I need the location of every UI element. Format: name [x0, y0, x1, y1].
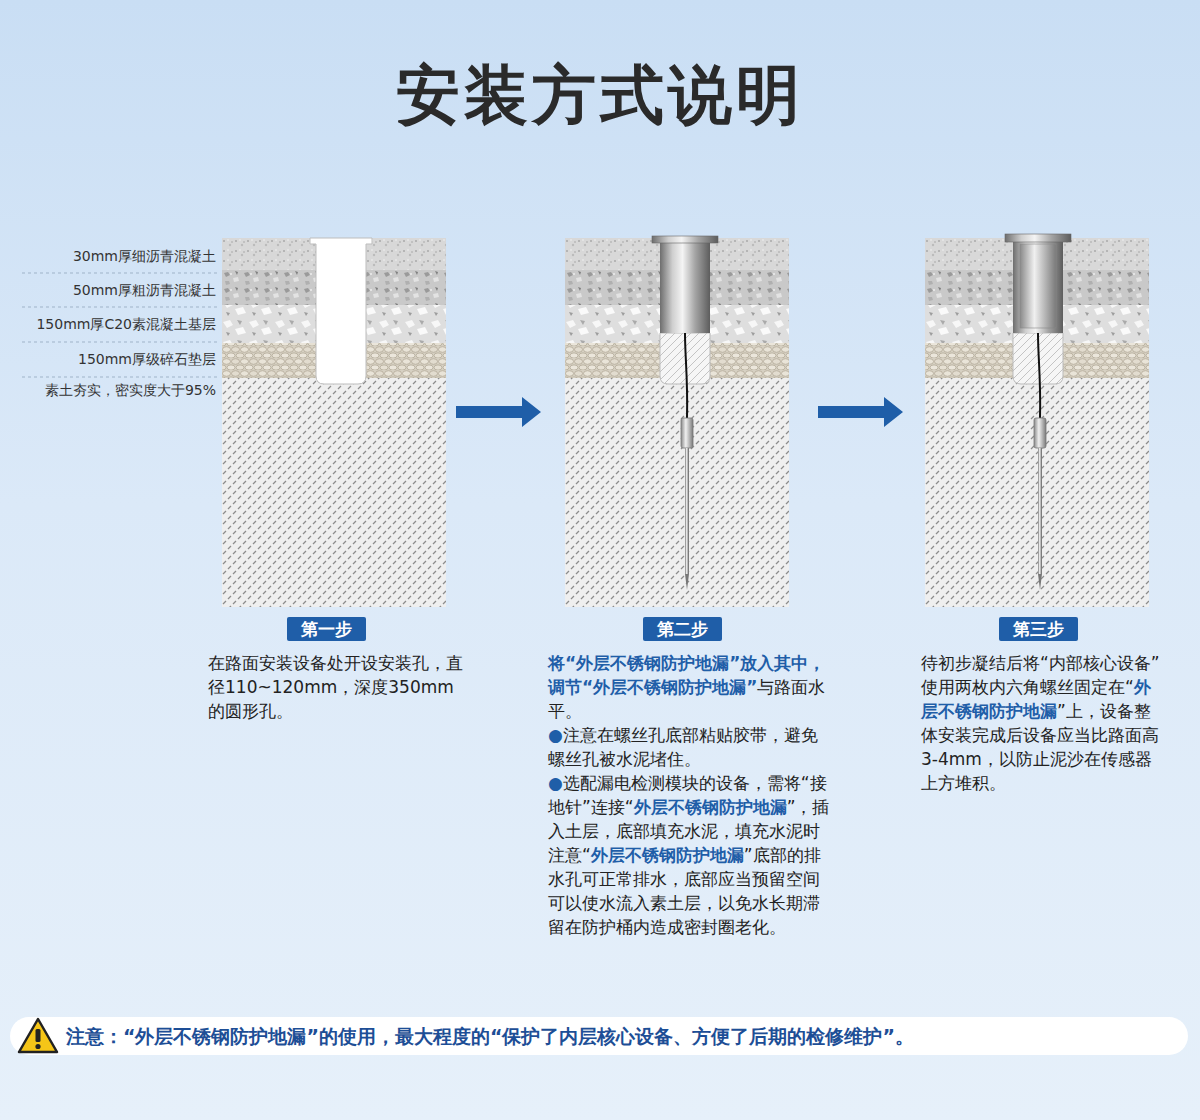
step-description: 将“外层不锈钢防护地漏”放入其中，调节“外层不锈钢防护地漏”与路面水平。●注意在… — [548, 651, 834, 939]
body-text: ●注意在螺丝孔底部粘贴胶带，避免螺丝孔被水泥堵住。 — [548, 725, 818, 769]
layer-label: 素土夯实，密实度大于95% — [0, 382, 216, 400]
highlight-text: 外层不锈钢防护地漏 — [591, 845, 744, 865]
step-badge: 第三步 — [999, 617, 1078, 641]
paragraph: ●选配漏电检测模块的设备，需将“接地针”连接“外层不锈钢防护地漏”，插入土层，底… — [548, 771, 834, 939]
body-text: 待初步凝结后将“内部核心设备”使用两枚内六角螺丝固定在“ — [921, 653, 1160, 697]
layer-label: 30mm厚细沥青混凝土 — [0, 248, 216, 266]
step-badge: 第二步 — [643, 617, 722, 641]
node-text: 第一步 — [301, 619, 352, 639]
body-text: 在路面安装设备处开设安装孔，直径110~120mm，深度350mm的圆形孔。 — [208, 653, 463, 721]
step-badge: 第一步 — [287, 617, 366, 641]
paragraph: ●注意在螺丝孔底部粘贴胶带，避免螺丝孔被水泥堵住。 — [548, 723, 834, 771]
layer-label: 50mm厚粗沥青混凝土 — [0, 282, 216, 300]
notice-bar: 注意：“外层不锈钢防护地漏”的使用，最大程度的“保护了内层核心设备、方便了后期的… — [10, 1017, 1188, 1055]
node-text: 第三步 — [1013, 619, 1064, 639]
paragraph: 将“外层不锈钢防护地漏”放入其中，调节“外层不锈钢防护地漏”与路面水平。 — [548, 651, 834, 723]
highlight-text: 外层不锈钢防护地漏 — [634, 797, 787, 817]
node-text: 注意：“外层不锈钢防护地漏”的使用，最大程度的“保护了内层核心设备、方便了后期的… — [66, 1025, 914, 1047]
node-text: 第二步 — [657, 619, 708, 639]
paragraph: 在路面安装设备处开设安装孔，直径110~120mm，深度350mm的圆形孔。 — [208, 651, 466, 723]
layer-label: 150mm厚级碎石垫层 — [0, 351, 216, 369]
page-title: 安装方式说明 — [0, 52, 1200, 139]
paragraph: 待初步凝结后将“内部核心设备”使用两枚内六角螺丝固定在“外层不锈钢防护地漏”上，… — [921, 651, 1163, 795]
step-description: 待初步凝结后将“内部核心设备”使用两枚内六角螺丝固定在“外层不锈钢防护地漏”上，… — [921, 651, 1163, 795]
layer-label: 150mm厚C20素混凝土基层 — [0, 316, 216, 334]
step-description: 在路面安装设备处开设安装孔，直径110~120mm，深度350mm的圆形孔。 — [208, 651, 466, 723]
warning-icon — [16, 1016, 60, 1056]
